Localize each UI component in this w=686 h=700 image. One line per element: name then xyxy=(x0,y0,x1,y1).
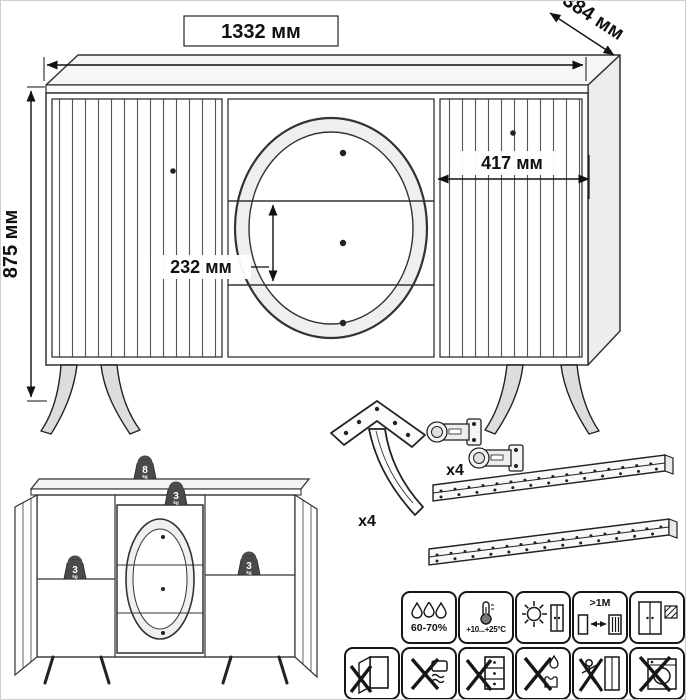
icon-no-abrasive xyxy=(401,647,457,699)
sun-furniture-icon xyxy=(522,600,564,632)
weight-left-value: 3 xyxy=(72,565,78,576)
icon-no-appliance-nearby xyxy=(629,647,685,699)
leg-back-right xyxy=(484,364,524,435)
drawer-knob-top xyxy=(339,149,347,157)
depth-label: 384 мм xyxy=(559,1,628,45)
depth-arrow xyxy=(549,12,615,56)
icon-temperature: +10...+25°C xyxy=(458,591,514,644)
drawer-knob-bottom xyxy=(339,319,347,327)
icon-heat-distance: >1M xyxy=(572,591,628,644)
height-label: 875 мм xyxy=(1,210,22,279)
oval-frame-inner xyxy=(248,131,414,325)
leg-back-left xyxy=(100,364,141,435)
hinge-1 xyxy=(426,418,482,446)
radiator-distance-icon xyxy=(577,614,622,635)
weight-left-shelf: 3 kg xyxy=(63,555,87,580)
weight-top-value: 8 xyxy=(142,465,148,476)
cabinet-dimension-drawing: 1332 мм 384 мм 875 мм 417 мм 232 мм xyxy=(1,1,628,435)
weight-top-unit: kg xyxy=(142,474,148,479)
cabinet-body xyxy=(40,54,621,435)
load-capacity-diagram: 8 kg 3 kg 3 kg 3 kg xyxy=(14,455,318,685)
weight-left-unit: kg xyxy=(72,574,78,579)
icon-no-climbing xyxy=(572,647,628,699)
width-label: 1332 мм xyxy=(221,21,301,43)
leg-part-drawing: x4 xyxy=(330,400,426,530)
dimension-inner-height: 232 мм xyxy=(151,204,278,282)
hinge-part-drawing: x4 xyxy=(426,418,524,479)
weight-center-unit: kg xyxy=(173,500,179,505)
left-door-knob xyxy=(170,168,176,174)
weight-top: 8 kg xyxy=(133,455,157,480)
humidity-label: 60-70% xyxy=(410,621,448,634)
hinge-2 xyxy=(468,444,524,472)
no-wet-cleaning-icon xyxy=(523,654,559,691)
inner-width-label: 417 мм xyxy=(481,153,543,173)
wardrobe-ventilation-icon xyxy=(638,600,678,635)
hinge-count-label: x4 xyxy=(446,462,464,479)
temperature-label: +10...+25°C xyxy=(466,625,506,634)
weight-right-shelf: 3 kg xyxy=(237,551,261,576)
cabinet-top-edge xyxy=(45,84,589,94)
left-door xyxy=(51,98,223,358)
dimension-height: 875 мм xyxy=(1,86,47,402)
thermometer-icon xyxy=(480,601,494,625)
weight-center-value: 3 xyxy=(173,491,179,502)
no-lean-on-door-icon xyxy=(350,655,389,694)
no-appliance-icon xyxy=(638,655,677,692)
icon-no-lean-on-door xyxy=(344,647,400,699)
mini-top-edge xyxy=(30,488,302,496)
drawer-knob-middle xyxy=(339,239,347,247)
cabinet-side-face xyxy=(587,54,621,366)
right-door xyxy=(439,98,583,358)
drawer-slide-2 xyxy=(428,518,678,566)
icon-humidity: 60-70% xyxy=(401,591,457,644)
inner-height-label: 232 мм xyxy=(170,257,232,277)
cabinet-legs xyxy=(40,364,600,435)
icon-no-open-drawers xyxy=(458,647,514,699)
no-open-drawers-icon xyxy=(465,655,505,691)
leg-count-label: x4 xyxy=(358,513,376,530)
width-label-box xyxy=(183,15,339,47)
cabinet-top-face xyxy=(45,54,621,86)
weight-right-unit: kg xyxy=(246,570,252,575)
right-door-knob xyxy=(510,130,516,136)
dimension-width: 1332 мм xyxy=(43,15,587,81)
leg-front-left xyxy=(40,364,78,435)
drawer-slides-drawing xyxy=(428,454,678,566)
mini-left-door-open xyxy=(14,493,38,677)
no-climbing-icon xyxy=(578,655,620,692)
icon-sunlight-protection xyxy=(515,591,571,644)
mini-right-door-open xyxy=(294,493,318,679)
dimension-depth: 384 мм xyxy=(549,1,628,56)
water-drops-icon xyxy=(411,601,447,619)
dimension-inner-width: 417 мм xyxy=(437,151,590,199)
leg-mounting-bracket xyxy=(330,400,426,448)
icon-ventilation xyxy=(629,591,685,644)
drawer-slide-1 xyxy=(432,454,674,502)
heat-distance-label: >1M xyxy=(589,597,611,610)
weight-center: 3 kg xyxy=(164,481,188,506)
leg-foot xyxy=(368,428,424,516)
no-abrasive-icon xyxy=(410,657,448,690)
mini-legs xyxy=(43,655,289,685)
leg-front-right xyxy=(560,364,600,435)
icon-no-wet-cleaning xyxy=(515,647,571,699)
weight-right-value: 3 xyxy=(246,561,252,572)
